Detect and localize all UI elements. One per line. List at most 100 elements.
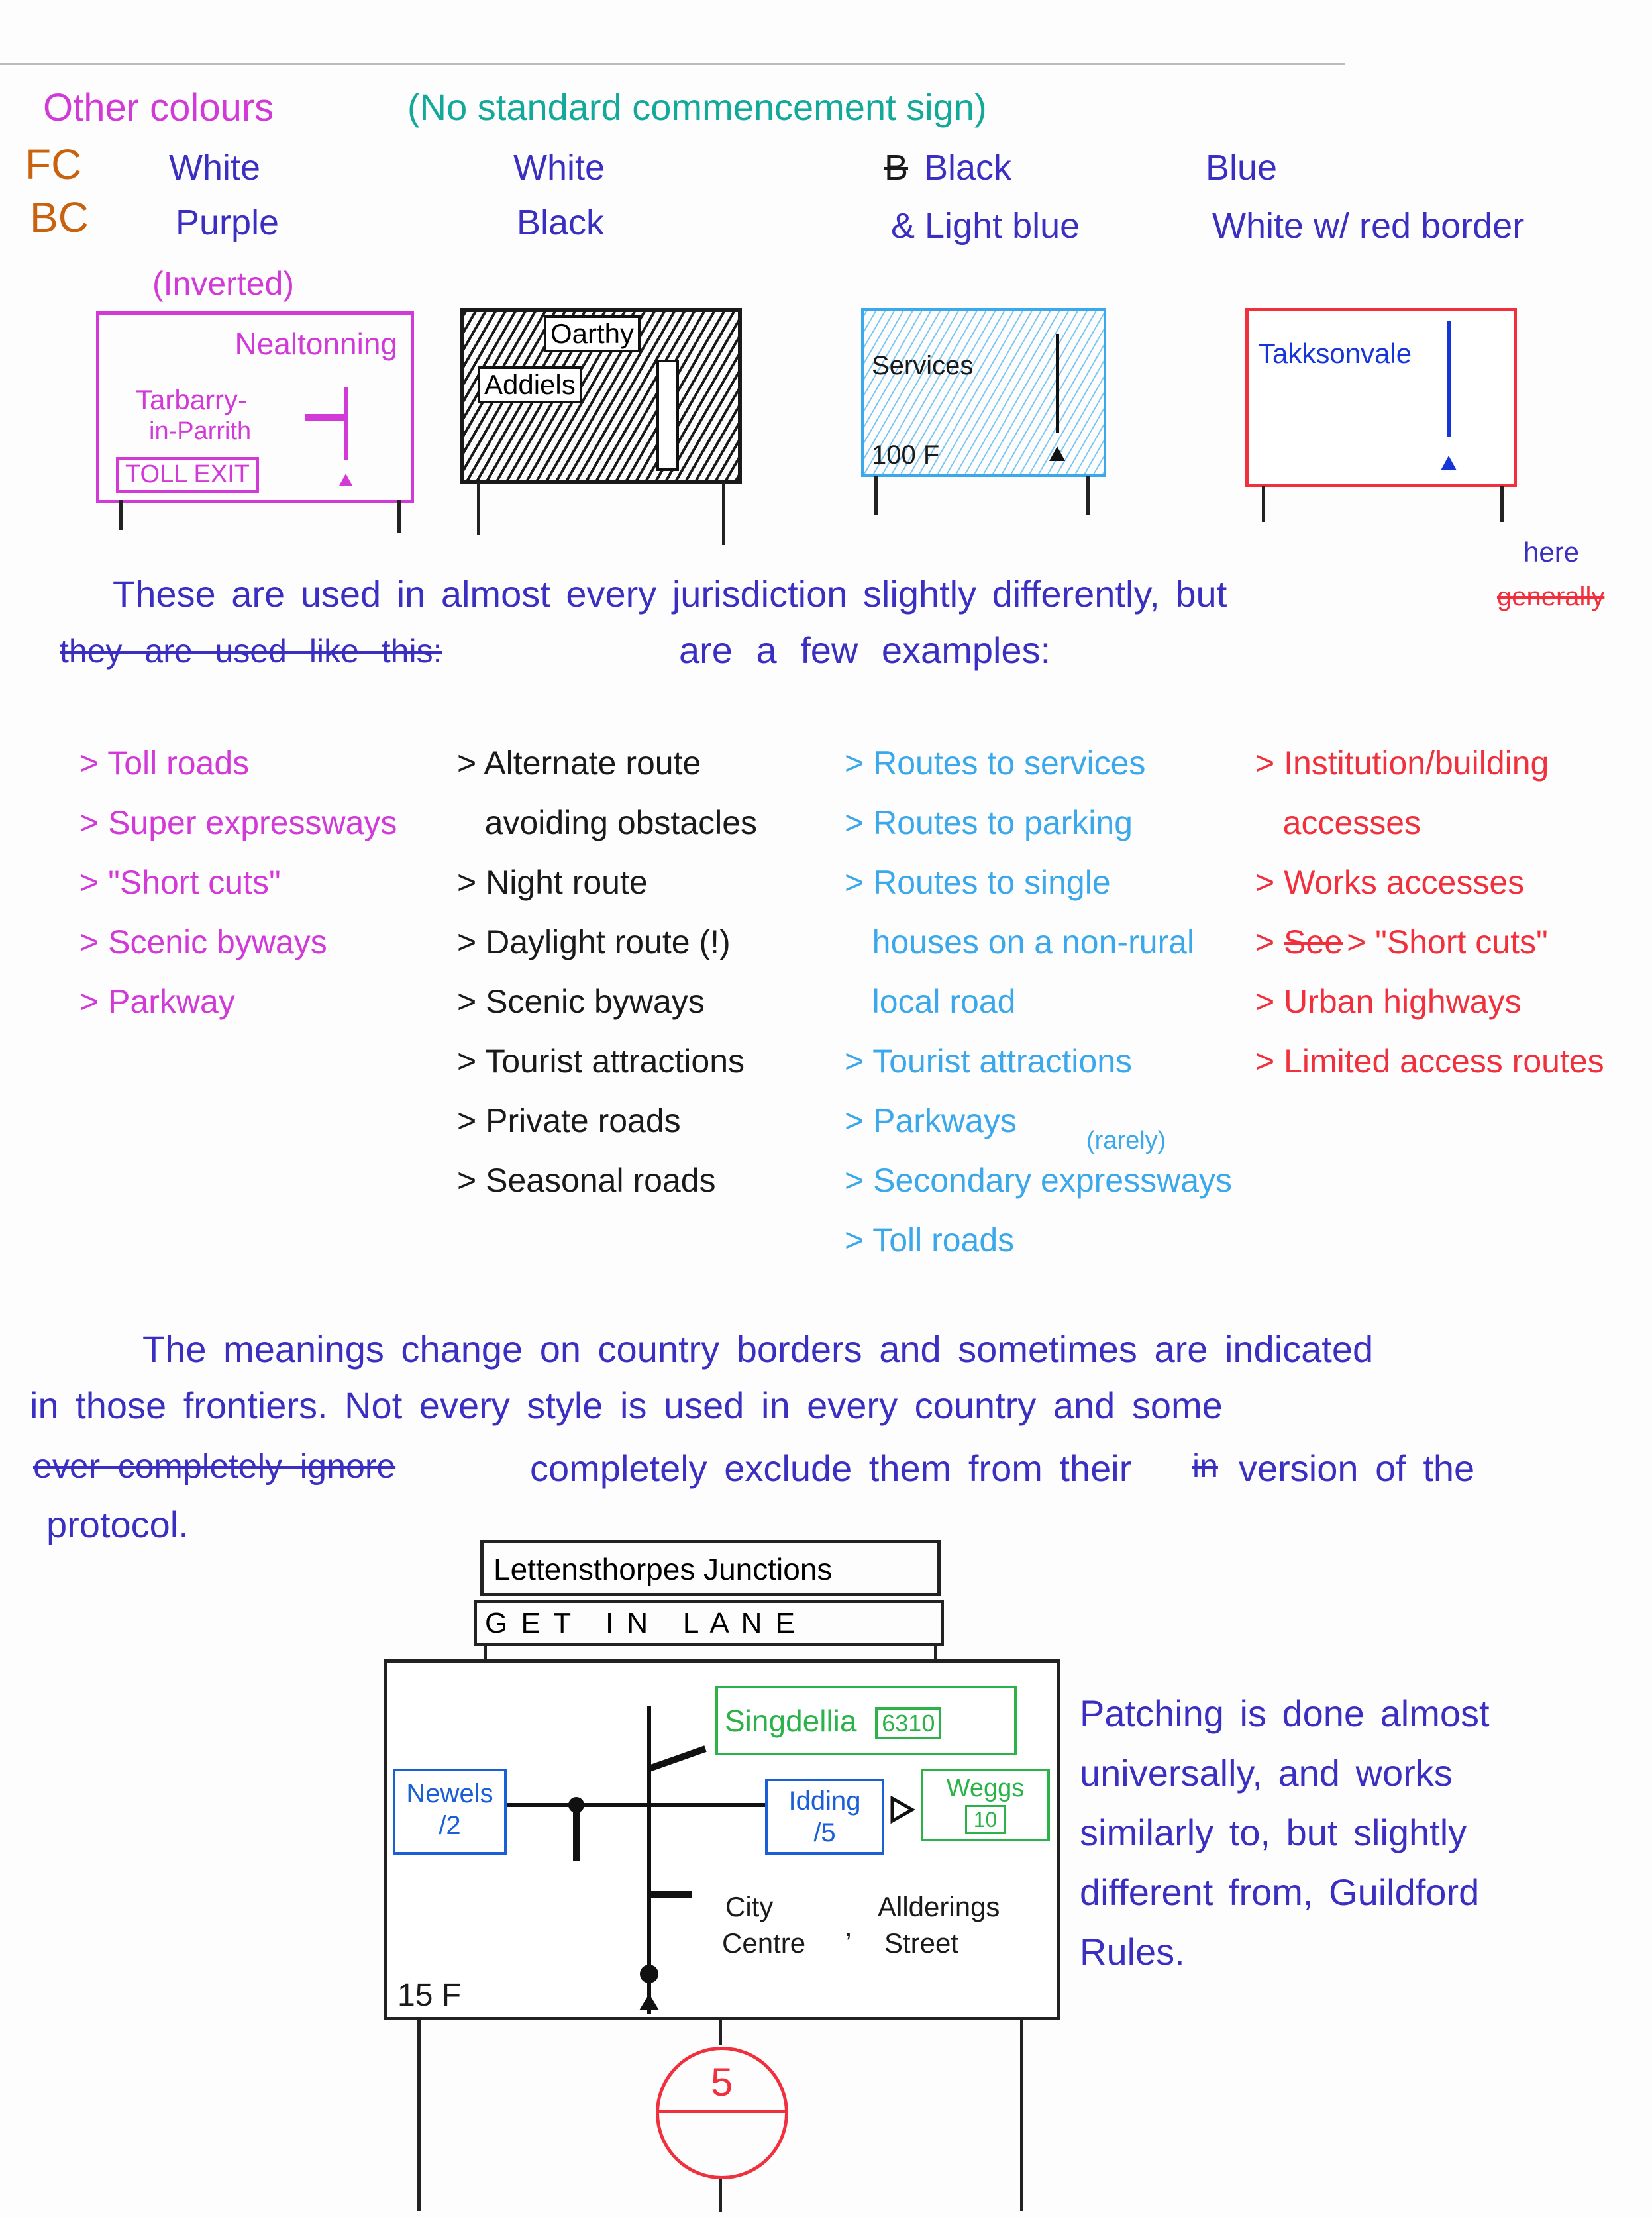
list-item: > Scenic byways — [457, 983, 705, 1020]
arrow-up-icon — [339, 474, 352, 486]
side-note-line: similarly to, but slightly — [1080, 1812, 1467, 1853]
list-item: > Secondary expressways — [845, 1162, 1233, 1199]
list-item: local road — [845, 983, 1016, 1020]
list-item: > Toll roads — [79, 745, 250, 782]
sign-black-dest2: Addiels — [478, 366, 582, 404]
paragraph2-line1: The meanings change on country borders a… — [142, 1328, 1374, 1370]
newels-number: /2 — [439, 1811, 461, 1840]
section-subtitle: (No standard commencement sign) — [407, 86, 987, 128]
weggs-panel: Weggs 10 — [921, 1769, 1050, 1841]
city-label-1: City — [725, 1891, 774, 1922]
list-item: > "Short cuts" — [79, 864, 281, 901]
fc-col1: White — [169, 148, 261, 187]
side-note: Patching is done almost universally, and… — [1080, 1692, 1490, 1990]
bc-col2: Black — [517, 203, 605, 242]
sign-post — [1262, 486, 1265, 522]
list-item: > Toll roads — [845, 1221, 1015, 1259]
list-item: > Daylight route (!) — [457, 923, 731, 960]
sign-lightblue-distance: 100 F — [872, 440, 940, 470]
sign-purple-dest1: Nealtonning — [234, 327, 397, 361]
list-black: > Alternate route avoiding obstacles > N… — [457, 742, 757, 1219]
paragraph2-line3b: version of the — [1239, 1447, 1475, 1489]
list-item: > Alternate route — [457, 745, 701, 782]
junction-header-sign: Lettensthorpes Junctions — [480, 1540, 941, 1596]
list-item: > Urban highways — [1255, 983, 1522, 1020]
idding-number: /5 — [813, 1818, 836, 1847]
list-red: > Institution/building accesses > Works … — [1255, 742, 1604, 1100]
fc-col4: Blue — [1206, 148, 1278, 187]
sign-red-dest: Takksonvale — [1259, 338, 1412, 369]
singdellia-label: Singdellia — [725, 1704, 857, 1738]
sign-post — [719, 2179, 722, 2212]
bc-col4: White w/ red border — [1212, 206, 1525, 246]
list-purple: > Toll roads > Super expressways > "Shor… — [79, 742, 397, 1040]
struck-word: See — [1284, 923, 1343, 960]
side-note-line: Rules. — [1080, 1931, 1185, 1973]
fc-col2: White — [513, 148, 605, 187]
sign-lightblue-dest: Services — [872, 351, 974, 380]
comma: , — [845, 1911, 852, 1942]
route-line — [656, 360, 679, 471]
route-branch — [305, 414, 344, 421]
list-item: > Institution/building — [1255, 745, 1549, 782]
side-note-line: universally, and works — [1080, 1752, 1453, 1794]
weggs-number: 10 — [964, 1804, 1006, 1834]
route-line — [344, 387, 348, 460]
paragraph1-struck2: they are used like this: — [60, 633, 442, 670]
side-note-line: different from, Guildford — [1080, 1871, 1480, 1913]
sign-post — [119, 500, 123, 530]
bc-col3: & Light blue — [891, 206, 1080, 246]
arrow-up-icon — [1441, 456, 1457, 470]
list-item: accesses — [1255, 804, 1421, 841]
sign-post — [417, 2019, 421, 2211]
paragraph1-insert: here — [1523, 537, 1580, 568]
sign-post — [874, 476, 878, 515]
list-item: > Parkways — [845, 1102, 1017, 1139]
route-line — [1056, 334, 1059, 433]
bc-col1: Purple — [176, 203, 280, 242]
list-item: > Tourist attractions — [457, 1043, 745, 1080]
get-in-lane-sign: G E T I N L A N E — [474, 1600, 944, 1646]
sign-post — [397, 500, 401, 533]
sign-post — [934, 1646, 937, 1661]
fc-col3: Black — [924, 148, 1012, 187]
route-line — [1447, 321, 1451, 437]
top-rule — [0, 63, 1345, 65]
list-item: > Tourist attractions — [845, 1043, 1133, 1080]
singdellia-number: 6310 — [875, 1707, 942, 1739]
list-item: > Super expressways — [79, 804, 397, 841]
route-number: 5 — [711, 2060, 733, 2104]
sign-black: Oarthy Addiels — [460, 308, 742, 484]
paragraph1-line2: are a few examples: — [679, 629, 1051, 671]
list-lightblue: > Routes to services > Routes to parking… — [845, 742, 1232, 1278]
sign-post — [719, 2019, 722, 2045]
rarely-note: (rarely) — [1086, 1127, 1166, 1155]
street-label-2: Street — [884, 1928, 959, 1959]
toll-exit-plate: TOLL EXIT — [116, 457, 259, 493]
list-item: > Routes to single — [845, 864, 1111, 901]
inverted-note: (Inverted) — [152, 265, 294, 302]
list-item: > Seasonal roads — [457, 1162, 716, 1199]
sign-post — [722, 482, 725, 545]
list-item: > Routes to services — [845, 745, 1146, 782]
weggs-label: Weggs — [946, 1775, 1025, 1802]
junction-node — [640, 1965, 658, 1983]
distance-label: 15 F — [397, 1978, 462, 2013]
singdellia-panel: Singdellia 6310 — [715, 1686, 1017, 1755]
section-title: Other colours — [43, 86, 274, 129]
paragraph2-line4: protocol. — [46, 1504, 189, 1545]
list-item: > Limited access routes — [1255, 1043, 1604, 1080]
sign-post — [484, 1646, 487, 1661]
paragraph2-struck1: ever completely ignore — [33, 1447, 396, 1486]
sign-red: Takksonvale — [1245, 308, 1517, 487]
paragraph2-line3a: completely exclude them from their — [530, 1447, 1132, 1489]
sign-purple-dest3: in-Parrith — [149, 417, 252, 445]
chevron-right-icon — [890, 1795, 916, 1824]
junction-node — [568, 1797, 584, 1813]
sign-lightblue: Services 100 F — [861, 308, 1106, 477]
main-junction-sign: Singdellia 6310 Newels /2 Idding /5 Wegg… — [384, 1659, 1060, 2020]
sign-black-dest1: Oarthy — [544, 315, 641, 353]
list-item: > Private roads — [457, 1102, 681, 1139]
fc-col3-struck: B — [884, 148, 909, 187]
list-item: > Works accesses — [1255, 864, 1525, 901]
